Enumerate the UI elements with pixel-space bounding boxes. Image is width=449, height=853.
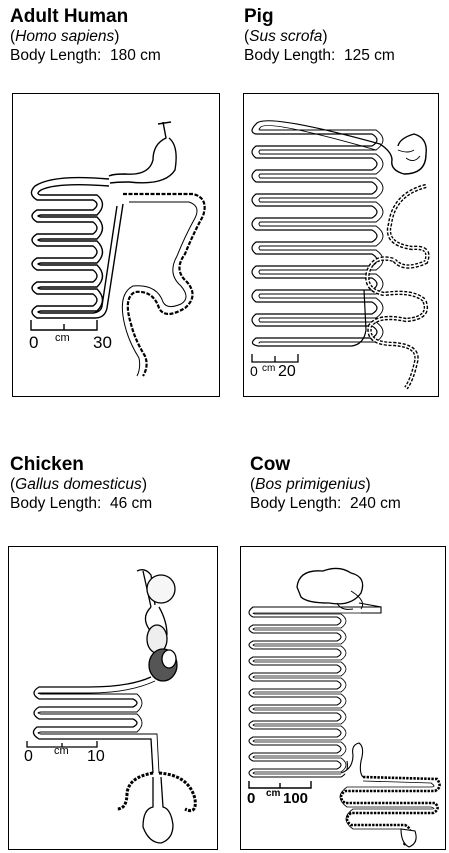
scale-end: 30 [93, 333, 112, 352]
scale-start: 0 [247, 790, 255, 807]
body-length-label: Body Length: [10, 47, 101, 64]
scale-bar: 0 cm 30 [29, 320, 112, 352]
cow-digestive-tract-panel: 0 cm 100 [240, 546, 446, 850]
scale-end: 100 [283, 790, 308, 807]
scale-start: 0 [250, 363, 258, 379]
scale-end: 10 [87, 748, 105, 765]
animal-name: Chicken [10, 454, 152, 476]
scale-unit: cm [55, 332, 70, 344]
scale-bar: 0 cm 20 [250, 354, 298, 380]
scientific-name: Sus scrofa [249, 28, 322, 45]
scale-start: 0 [24, 748, 33, 765]
body-length-value: 180 cm [110, 47, 161, 64]
caption-cow: Cow (Bos primigenius) Body Length: 240 c… [250, 454, 401, 513]
scale-start: 0 [29, 333, 38, 352]
scale-bar: 0 cm 100 [247, 781, 311, 807]
chicken-digestive-tract-panel: 0 cm 10 [8, 546, 218, 850]
scientific-name: Gallus domesticus [15, 476, 142, 493]
scale-bar: 0 cm 10 [24, 741, 105, 765]
body-length-label: Body Length: [244, 47, 335, 64]
animal-name: Pig [244, 6, 395, 28]
body-length-value: 46 cm [110, 495, 152, 512]
caption-human: Adult Human (Homo sapiens) Body Length: … [10, 6, 161, 65]
caption-pig: Pig (Sus scrofa) Body Length: 125 cm [244, 6, 395, 65]
pig-digestive-tract-drawing: 0 cm 20 [244, 94, 440, 398]
animal-name: Cow [250, 454, 401, 476]
scale-unit: cm [266, 788, 281, 799]
body-length-value: 240 cm [350, 495, 401, 512]
scale-end: 20 [278, 363, 296, 380]
body-length-value: 125 cm [344, 47, 395, 64]
chicken-digestive-tract-drawing: 0 cm 10 [9, 547, 219, 851]
body-length-label: Body Length: [250, 495, 341, 512]
animal-name: Adult Human [10, 6, 161, 28]
caption-chicken: Chicken (Gallus domesticus) Body Length:… [10, 454, 152, 513]
human-digestive-tract-panel: 0 cm 30 [12, 93, 220, 397]
pig-digestive-tract-panel: 0 cm 20 [243, 93, 439, 397]
scale-unit: cm [54, 745, 69, 757]
human-digestive-tract-drawing: 0 cm 30 [13, 94, 221, 398]
body-length-label: Body Length: [10, 495, 101, 512]
cow-digestive-tract-drawing: 0 cm 100 [241, 547, 447, 851]
scientific-name: Bos primigenius [255, 476, 365, 493]
scientific-name: Homo sapiens [15, 28, 114, 45]
scale-unit: cm [262, 363, 275, 374]
